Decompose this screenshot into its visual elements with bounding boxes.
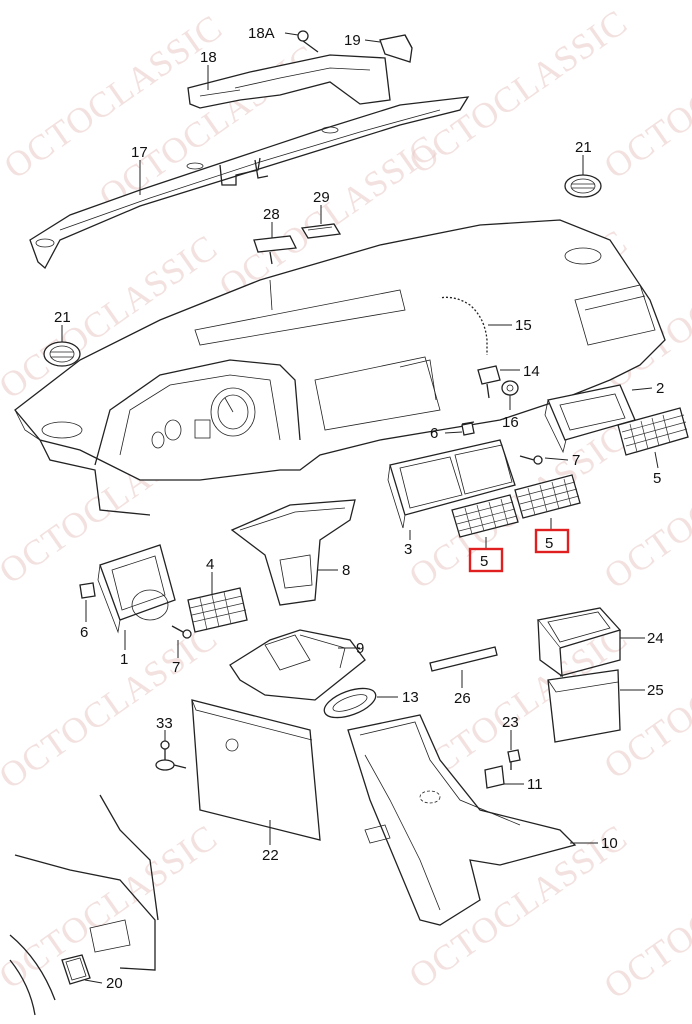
part-18a-screw <box>297 30 319 53</box>
label-21-right: 21 <box>575 139 592 156</box>
label-5-center-right: 5 <box>545 535 553 552</box>
part-7-screw-left <box>171 625 192 639</box>
part-15-hose <box>439 295 489 355</box>
highlight-box-5-center-left <box>468 547 504 573</box>
part-21-round-vent-left <box>43 341 81 367</box>
label-8: 8 <box>342 562 350 579</box>
label-1: 1 <box>120 651 128 668</box>
label-19: 19 <box>344 32 361 49</box>
part-20-side-vent <box>61 954 91 985</box>
label-7-left: 7 <box>172 659 180 676</box>
part-13-seal-ring <box>323 687 377 719</box>
part-9-duct-connector <box>229 629 366 701</box>
label-6-right: 6 <box>430 425 438 442</box>
part-25-storage-box <box>547 669 621 743</box>
label-22: 22 <box>262 847 279 864</box>
label-11: 11 <box>527 776 543 793</box>
label-26: 26 <box>454 690 471 707</box>
part-8-center-duct <box>230 499 356 606</box>
label-2: 2 <box>656 380 664 397</box>
part-14-bracket <box>477 365 501 399</box>
label-25: 25 <box>647 682 664 699</box>
part-26-trim-strip <box>429 646 498 672</box>
label-15: 15 <box>515 317 532 334</box>
label-16: 16 <box>502 414 519 431</box>
label-9: 9 <box>356 640 364 657</box>
part-5-grille-right <box>617 407 689 456</box>
part-33-rivet <box>155 740 187 771</box>
label-14: 14 <box>523 363 540 380</box>
label-13: 13 <box>402 689 419 706</box>
part-3-center-vent-housing <box>387 422 516 529</box>
part-28-sensor <box>253 235 298 265</box>
watermark: OCTOCLASSIC <box>0 617 225 797</box>
label-18: 18 <box>200 49 217 66</box>
label-5-center-left: 5 <box>480 553 488 570</box>
car-body-outline <box>9 794 159 1016</box>
label-17: 17 <box>131 144 148 161</box>
label-7-right: 7 <box>572 452 580 469</box>
part-21-round-vent-right <box>564 174 602 198</box>
label-21-left: 21 <box>54 309 71 326</box>
part-19-clip <box>379 34 413 63</box>
part-17-defroster-duct <box>29 96 470 270</box>
part-5-grille-center-left <box>451 494 519 538</box>
part-16-grommet <box>501 380 519 396</box>
part-labels: 18A 19 18 17 21 21 28 29 15 14 16 2 6 7 … <box>54 25 664 992</box>
dashboard-panel <box>14 219 666 516</box>
highlight-box-5-center-right <box>534 528 570 554</box>
label-5-right: 5 <box>653 470 661 487</box>
part-4-grille-left <box>187 587 248 633</box>
part-22-lower-panel <box>191 699 321 841</box>
part-5-grille-center-right <box>514 474 581 519</box>
part-1-vent-housing-left <box>97 544 176 634</box>
highlight-boxes <box>468 528 570 573</box>
label-10: 10 <box>601 835 618 852</box>
part-7-screw-right <box>519 455 543 465</box>
label-23: 23 <box>502 714 519 731</box>
part-29-cover <box>300 223 342 239</box>
leader-lines <box>61 32 659 984</box>
label-28: 28 <box>263 206 280 223</box>
part-18-duct-cover <box>187 54 391 109</box>
part-10-floor-duct <box>347 714 577 926</box>
label-6-left: 6 <box>80 624 88 641</box>
label-33: 33 <box>156 715 173 732</box>
part-6-clip-left <box>79 582 96 599</box>
label-20: 20 <box>106 975 123 992</box>
part-24-vent-frame <box>536 607 622 678</box>
part-11-clip <box>484 765 505 789</box>
label-3: 3 <box>404 541 412 558</box>
label-24: 24 <box>647 630 664 647</box>
label-4: 4 <box>206 556 214 573</box>
label-29: 29 <box>313 189 330 206</box>
part-23-screw <box>507 749 521 770</box>
label-18a: 18A <box>248 25 275 42</box>
part-6-clip-right <box>461 421 475 425</box>
watermark: OCTOCLASSIC <box>0 817 225 997</box>
